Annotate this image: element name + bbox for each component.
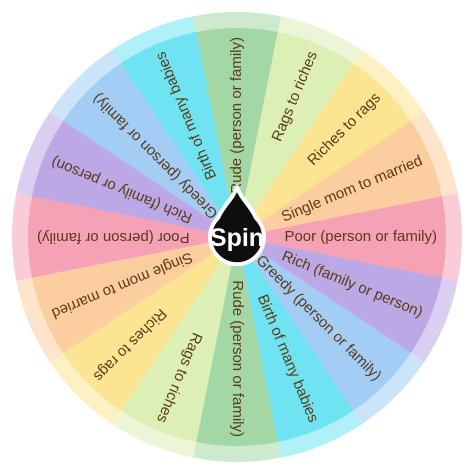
spin-button[interactable]: Spin (208, 185, 266, 267)
wheel-segment (196, 28, 278, 238)
wheel-segment (63, 63, 237, 237)
wheel-segment (120, 237, 237, 442)
wheel-segment (63, 237, 237, 411)
wheel-segment (237, 237, 354, 442)
wheel-segment (32, 237, 237, 354)
wheel-segment-label: Poor (person or family) (37, 229, 190, 246)
wheel-segment (28, 196, 237, 278)
wheel-segment (237, 120, 442, 237)
spin-button-label[interactable]: Spin (210, 224, 264, 252)
spin-button-pointer[interactable] (208, 185, 266, 267)
wheel-segment-label: Rude (person or family) (228, 37, 245, 194)
wheel-segment-label: Poor (person or family) (284, 228, 437, 245)
wheel-segment (120, 32, 237, 237)
wheel-segment (32, 120, 237, 237)
wheel-segment (237, 237, 442, 354)
wheel-segment-label: Rude (person or family) (229, 280, 246, 437)
wheel-segment (237, 32, 354, 237)
wheel-segments (28, 28, 446, 446)
wheel-segment (196, 237, 278, 446)
wheel-segment (237, 63, 411, 237)
wheel-segment (237, 196, 446, 278)
wheel-segment (237, 237, 411, 411)
